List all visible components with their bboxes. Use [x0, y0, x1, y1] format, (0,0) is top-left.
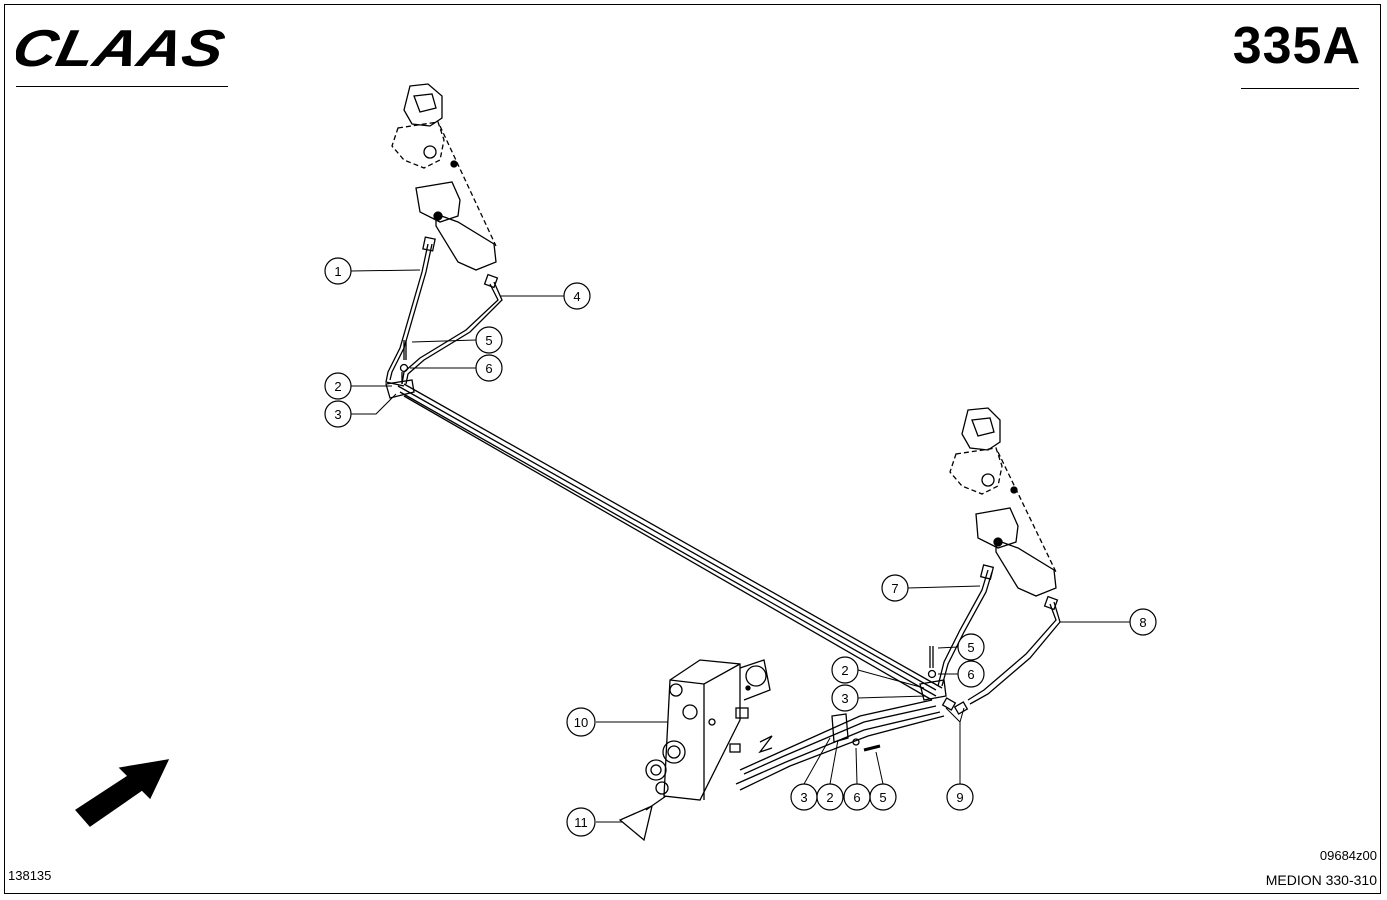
drawing-frame [4, 4, 1381, 894]
pipe-1 [385, 236, 436, 387]
left-cylinder [391, 83, 497, 271]
callout-5: 5 [869, 783, 897, 811]
callout-5: 5 [475, 326, 503, 354]
callout-5: 5 [957, 633, 985, 661]
callouts: 1 4 5 6 2 3 7 8 5 6 2 3 10 3 2 6 5 9 11 [324, 257, 1157, 837]
svg-text:CLAAS: CLAAS [16, 20, 230, 76]
svg-text:3: 3 [841, 691, 848, 706]
logo-underline [16, 86, 228, 87]
svg-text:6: 6 [485, 361, 492, 376]
left-clamp [385, 340, 415, 399]
svg-text:10: 10 [574, 715, 588, 730]
model-label: MEDION 330-310 [1265, 872, 1377, 888]
svg-text:11: 11 [574, 815, 588, 830]
pipe-7 [937, 564, 995, 687]
svg-text:7: 7 [891, 581, 898, 596]
handle [618, 795, 667, 842]
callout-3: 3 [324, 400, 352, 428]
callout-10: 10 [566, 707, 596, 737]
callout-1: 1 [324, 257, 352, 285]
svg-text:6: 6 [967, 667, 974, 682]
callout-9: 9 [946, 783, 974, 811]
svg-text:6: 6 [853, 790, 860, 805]
callout-3: 3 [790, 783, 818, 811]
svg-text:9: 9 [956, 790, 963, 805]
valve-block [645, 659, 771, 801]
claas-logo: CLAAS [16, 20, 230, 76]
callout-2: 2 [324, 372, 352, 400]
svg-text:4: 4 [573, 289, 580, 304]
callout-3: 3 [831, 684, 859, 712]
callout-7: 7 [881, 574, 909, 602]
svg-text:3: 3 [800, 790, 807, 805]
callout-2: 2 [831, 656, 859, 684]
callout-11: 11 [566, 807, 596, 837]
leader-lines [350, 269, 1130, 823]
svg-text:5: 5 [879, 790, 886, 805]
pipe-4 [401, 273, 503, 385]
page-code: 335A [1232, 17, 1361, 75]
reference-code: 09684z00 [1319, 848, 1377, 863]
callout-6: 6 [957, 660, 985, 688]
callout-2: 2 [816, 783, 844, 811]
page-code-underline [1241, 88, 1359, 89]
callout-8: 8 [1129, 608, 1157, 636]
svg-text:1: 1 [334, 264, 341, 279]
callout-6: 6 [843, 783, 871, 811]
svg-text:5: 5 [485, 333, 492, 348]
svg-text:2: 2 [826, 790, 833, 805]
pipe-bundle [397, 383, 943, 701]
callout-4: 4 [563, 282, 591, 310]
right-cylinder [949, 407, 1057, 597]
direction-arrow [75, 759, 170, 827]
pipe-run-lower [735, 699, 945, 791]
callout-6: 6 [475, 354, 503, 382]
svg-text:8: 8 [1139, 615, 1146, 630]
drawing-number: 138135 [8, 868, 52, 883]
svg-text:2: 2 [334, 379, 341, 394]
svg-text:5: 5 [967, 640, 974, 655]
svg-text:2: 2 [841, 663, 848, 678]
svg-text:3: 3 [334, 407, 341, 422]
pipe-8 [967, 595, 1061, 705]
